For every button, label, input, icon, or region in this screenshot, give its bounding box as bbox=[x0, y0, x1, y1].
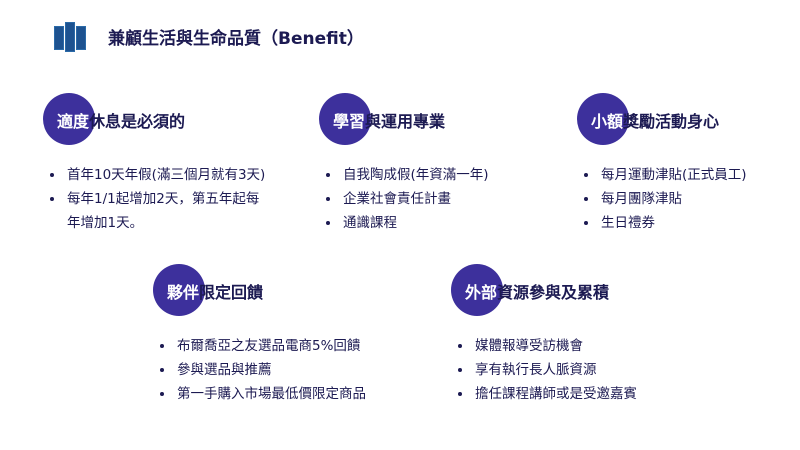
section-circle bbox=[319, 93, 371, 145]
list-item: 首年10天年假(滿三個月就有3天) bbox=[65, 163, 265, 187]
section-heading: 夥伴限定回饋 bbox=[167, 279, 263, 303]
benefit-list: 布爾喬亞之友選品電商5%回饋參與選品與推薦第一手購入市場最低價限定商品 bbox=[157, 334, 366, 406]
section-circle bbox=[153, 264, 205, 316]
list-item: 企業社會責任計畫 bbox=[341, 187, 489, 211]
heading-part: 休息是必須的 bbox=[89, 112, 186, 131]
benefit-list: 自我陶成假(年資滿一年)企業社會責任計畫通識課程 bbox=[323, 163, 489, 235]
section-circle bbox=[43, 93, 95, 145]
benefit-list: 每月運動津貼(正式員工)每月團隊津貼生日禮券 bbox=[581, 163, 747, 235]
list-item: 享有執行長人脈資源 bbox=[473, 358, 637, 382]
list-item: 自我陶成假(年資滿一年) bbox=[341, 163, 489, 187]
section-circle bbox=[451, 264, 503, 316]
section-heading: 外部資源參與及累積 bbox=[465, 279, 609, 303]
section-heading: 適度休息是必須的 bbox=[57, 108, 185, 132]
list-item: 布爾喬亞之友選品電商5%回饋 bbox=[175, 334, 366, 358]
list-item: 每月運動津貼(正式員工) bbox=[599, 163, 747, 187]
heading-part: 學習 bbox=[333, 112, 366, 131]
heading-part: 資源參與及累積 bbox=[497, 283, 610, 302]
list-item: 每月團隊津貼 bbox=[599, 187, 747, 211]
list-item: 第一手購入市場最低價限定商品 bbox=[175, 382, 366, 406]
list-item: 生日禮券 bbox=[599, 211, 747, 235]
heading-part: 外部 bbox=[465, 283, 498, 302]
heading-part: 與運用專業 bbox=[365, 112, 446, 131]
section-heading: 學習與運用專業 bbox=[333, 108, 445, 132]
heading-part: 夥伴 bbox=[167, 283, 200, 302]
list-item: 媒體報導受訪機會 bbox=[473, 334, 637, 358]
list-item: 通識課程 bbox=[341, 211, 489, 235]
heading-part: 適度 bbox=[57, 112, 90, 131]
list-item: 年增加1天。 bbox=[67, 215, 144, 231]
heading-part: 限定回饋 bbox=[199, 283, 264, 302]
benefit-list: 媒體報導受訪機會享有執行長人脈資源擔任課程講師或是受邀嘉賓 bbox=[455, 334, 637, 406]
section-heading: 小額獎勵活動身心 bbox=[591, 108, 719, 132]
list-item: 擔任課程講師或是受邀嘉賓 bbox=[473, 382, 637, 406]
logo-icon bbox=[54, 22, 86, 52]
list-item: 每年1/1起增加2天，第五年起每 bbox=[65, 187, 265, 211]
heading-part: 獎勵活動身心 bbox=[623, 112, 720, 131]
heading-part: 小額 bbox=[591, 112, 624, 131]
list-item: 參與選品與推薦 bbox=[175, 358, 366, 382]
section-circle bbox=[577, 93, 629, 145]
page-title: 兼顧生活與生命品質（Benefit） bbox=[108, 29, 364, 49]
